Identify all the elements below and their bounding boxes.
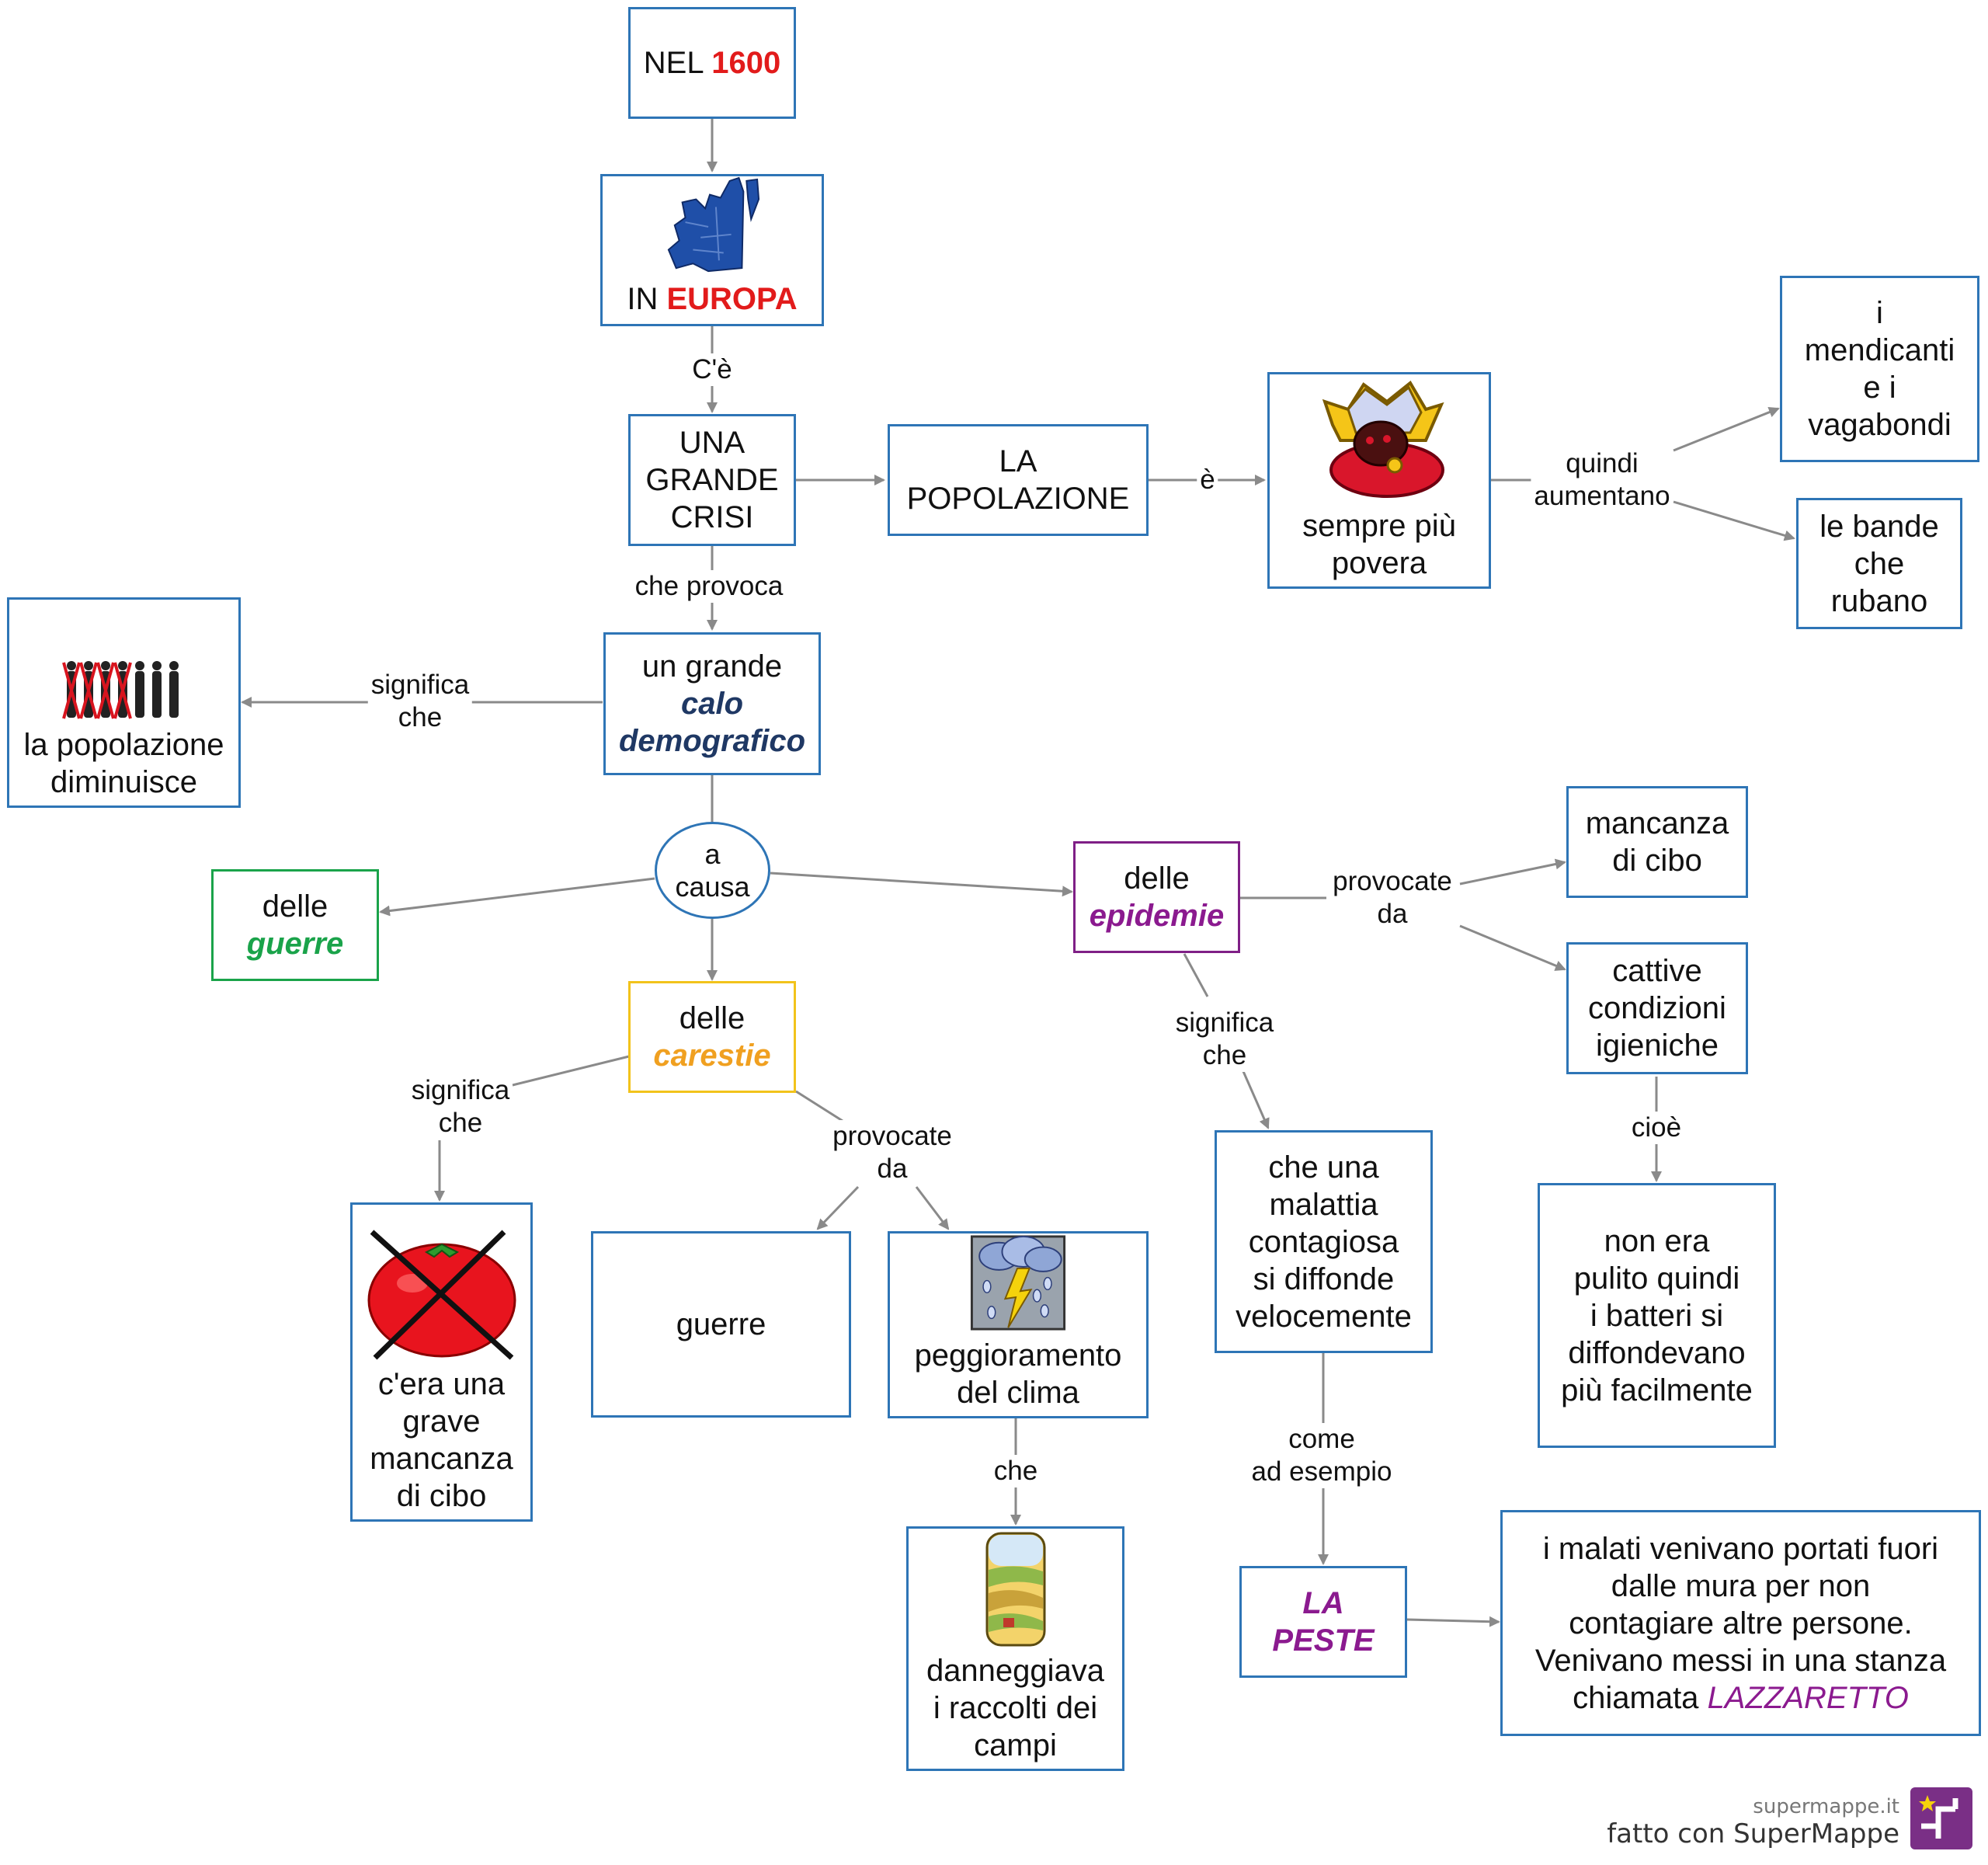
node-delle-carestie[interactable]: delle carestie [628, 981, 796, 1093]
node-sempre-piu-povera-text: sempre più povera [1302, 509, 1456, 580]
node-in-europa-name: EUROPA [666, 282, 798, 316]
node-le-bande-che-rubano-text: le bande che rubano [1819, 509, 1939, 618]
link-causa-epidemie [770, 872, 1073, 897]
node-peggioramento-clima-text: peggioramento del clima [914, 1338, 1122, 1410]
label-provocate-da: provocate da [829, 1120, 955, 1185]
link-split-mendicanti [1673, 406, 1780, 452]
node-non-era-pulito[interactable]: non era pulito quindi i batteri si diffo… [1538, 1183, 1776, 1448]
node-delle-guerre-prefix: delle [262, 889, 328, 924]
link-epidemie-significa [1183, 953, 1209, 997]
node-una-grande-crisi[interactable]: UNA GRANDE CRISI [628, 414, 796, 546]
link-provocate-guerre2 [816, 1185, 860, 1230]
node-sempre-piu-povera[interactable]: sempre più povera [1267, 372, 1491, 589]
supermappe-logo-icon[interactable] [1910, 1787, 1972, 1849]
node-malattia-contagiosa[interactable]: che una malattia contagiosa si diffonde … [1215, 1130, 1433, 1353]
node-delle-epidemie[interactable]: delle epidemie [1073, 841, 1240, 953]
crossed-tomato-icon [367, 1230, 516, 1360]
label-come-ad-esempio: come ad esempio [1248, 1423, 1395, 1488]
node-guerre[interactable]: guerre [591, 1231, 851, 1418]
node-grave-mancanza-cibo-text: c'era una grave mancanza di cibo [370, 1367, 513, 1513]
node-la-peste[interactable]: LA PESTE [1239, 1566, 1407, 1678]
link-causa-guerre [379, 877, 655, 917]
node-delle-guerre[interactable]: delle guerre [211, 869, 379, 981]
node-mendicanti-vagabondi[interactable]: i mendicanti e i vagabondi [1780, 276, 1979, 462]
node-una-grande-crisi-text: UNA GRANDE CRISI [645, 426, 779, 534]
link-significa-malattia [1241, 1069, 1270, 1129]
link-carestie-significa [512, 1055, 630, 1087]
link-carestie-provocate [795, 1090, 843, 1122]
node-in-europa[interactable]: IN EUROPA [600, 174, 824, 326]
link-provocate-clima [915, 1186, 950, 1230]
node-calo-demografico-line1: un grande [641, 649, 783, 684]
label-significa-che: significa che [1172, 1007, 1277, 1072]
node-nel-1600-year: 1600 [711, 46, 781, 80]
node-cattive-condizioni[interactable]: cattive condizioni igieniche [1566, 942, 1748, 1074]
node-popolazione-diminuisce-text: la popolazione diminuisce [23, 728, 224, 799]
node-popolazione-diminuisce[interactable]: la popolazione diminuisce [7, 597, 241, 808]
node-le-bande-che-rubano[interactable]: le bande che rubano [1796, 498, 1962, 629]
fields-icon [985, 1532, 1045, 1647]
node-mancanza-di-cibo[interactable]: mancanza di cibo [1566, 786, 1748, 898]
label-e: è [1197, 464, 1218, 496]
node-grave-mancanza-cibo[interactable]: c'era una grave mancanza di cibo [350, 1202, 533, 1522]
label-ce: C'è [689, 353, 735, 386]
node-peggioramento-clima[interactable]: peggioramento del clima [888, 1231, 1149, 1418]
node-calo-demografico[interactable]: un grande calo demografico [603, 632, 821, 775]
storm-cloud-icon [970, 1235, 1066, 1331]
node-delle-guerre-em: guerre [246, 927, 344, 961]
node-non-era-pulito-text: non era pulito quindi i batteri si diffo… [1561, 1223, 1753, 1407]
node-malattia-contagiosa-text: che una malattia contagiosa si diffonde … [1236, 1150, 1412, 1334]
node-nel-1600-prefix: NEL [643, 46, 704, 80]
node-delle-epidemie-em: epidemie [1089, 899, 1225, 933]
node-a-causa-text: a causa [675, 837, 750, 903]
link-split-condizioni [1459, 924, 1566, 971]
link-split-bande [1673, 500, 1795, 541]
node-delle-epidemie-prefix: delle [1124, 861, 1190, 896]
node-mancanza-di-cibo-text: mancanza di cibo [1585, 806, 1729, 878]
label-cioe: cioè [1628, 1112, 1685, 1144]
node-calo-demografico-em1: calo [680, 687, 744, 721]
node-lazzaretto[interactable]: i malati venivano portati fuori dalle mu… [1500, 1510, 1981, 1736]
node-mendicanti-vagabondi-text: i mendicanti e i vagabondi [1804, 296, 1955, 442]
node-calo-demografico-em2: demografico [618, 724, 806, 758]
node-lazzaretto-highlight: LAZZARETTO [1707, 1680, 1909, 1715]
node-la-popolazione[interactable]: LA POPOLAZIONE [888, 424, 1149, 536]
footer-site: supermappe.it [1753, 1795, 1899, 1818]
node-la-peste-line1: LA [1302, 1586, 1344, 1620]
node-danneggiava-raccolti[interactable]: danneggiava i raccolti dei campi [906, 1526, 1124, 1771]
node-la-peste-line2: PESTE [1272, 1623, 1375, 1658]
node-a-causa[interactable]: a causa [655, 822, 770, 919]
link-split-mancanza [1459, 858, 1566, 886]
node-delle-carestie-em: carestie [653, 1039, 771, 1073]
empty-purse-icon [1322, 380, 1444, 498]
node-lazzaretto-text: i malati venivano portati fuori dalle mu… [1534, 1531, 1947, 1715]
label-significa-che: significa che [408, 1074, 513, 1140]
node-la-popolazione-text: LA POPOLAZIONE [906, 444, 1130, 516]
link-peste-lazzaretto [1406, 1616, 1500, 1627]
node-delle-carestie-prefix: delle [679, 1001, 746, 1035]
node-guerre-text: guerre [676, 1307, 766, 1341]
europe-map-icon [667, 176, 760, 273]
node-nel-1600[interactable]: NEL 1600 [628, 7, 796, 119]
label-quindi-aumentano: quindi aumentano [1531, 447, 1673, 513]
label-che-provoca: che provoca [631, 570, 787, 603]
node-cattive-condizioni-text: cattive condizioni igieniche [1588, 954, 1726, 1063]
people-crossed-out-icon [61, 661, 179, 719]
node-in-europa-prefix: IN [627, 282, 659, 316]
node-danneggiava-raccolti-text: danneggiava i raccolti dei campi [926, 1654, 1105, 1762]
label-provocate-da: provocate da [1329, 865, 1455, 931]
label-che: che [990, 1455, 1041, 1487]
footer: supermappe.it fatto con SuperMappe [1607, 1787, 1972, 1849]
footer-made-with: fatto con SuperMappe [1607, 1818, 1899, 1849]
label-significa-che: significa che [367, 669, 473, 734]
